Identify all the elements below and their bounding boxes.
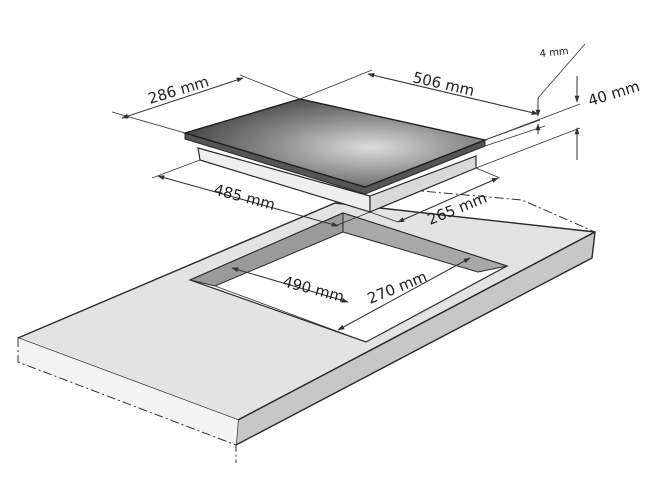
label-4: 4 mm	[539, 46, 569, 60]
worktop-left-extension	[17, 338, 237, 463]
label-286: 286 mm	[146, 72, 211, 108]
label-506: 506 mm	[411, 68, 476, 100]
worktop-front-face	[235, 231, 596, 446]
leader-4	[537, 43, 586, 99]
ext-40-a	[484, 103, 581, 141]
worktop-left-face	[18, 338, 238, 445]
ext-265-b	[475, 167, 501, 179]
label-40: 40 mm	[586, 77, 642, 110]
ext-506-a	[299, 69, 373, 100]
label-485: 485 mm	[212, 180, 277, 214]
ext-265-a	[369, 211, 399, 223]
dim-490	[231, 267, 349, 303]
dimension-lines	[111, 43, 586, 331]
ext-40-b	[475, 127, 581, 169]
dim-270	[337, 257, 471, 331]
dim-265	[397, 177, 499, 223]
dim-286	[121, 77, 244, 119]
cutout-wall-right	[342, 212, 509, 273]
ext-286-a	[111, 111, 186, 134]
ext-485-b	[334, 211, 371, 227]
ext-485-a	[151, 159, 201, 179]
ext-4-b	[484, 125, 546, 147]
dim-485	[157, 175, 339, 227]
ext-286-b	[239, 74, 301, 100]
dim-506	[367, 73, 539, 115]
